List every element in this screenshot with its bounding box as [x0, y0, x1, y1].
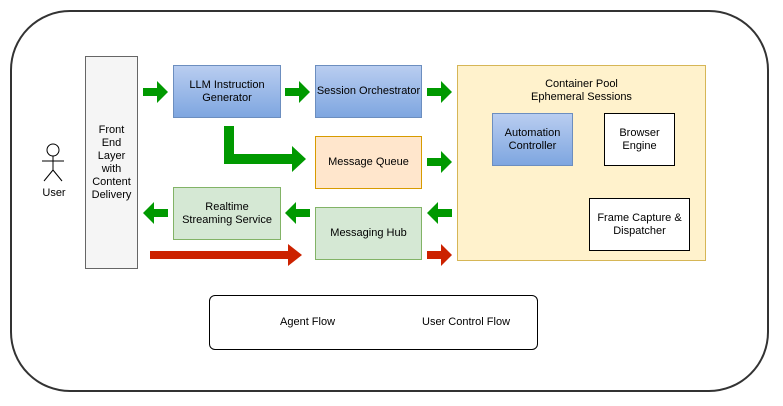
agent-flow-arrow-queue-to-pool: [427, 151, 452, 173]
agent-flow-arrow-llm-to-orchestrator: [285, 81, 310, 103]
session-orchestrator-node: Session Orchestrator: [315, 65, 422, 118]
user-label: User: [42, 187, 66, 199]
diagram-frame: [10, 10, 769, 392]
realtime-streaming-service-node: Realtime Streaming Service: [173, 187, 281, 240]
legend-user-control-flow-label: User Control Flow: [422, 316, 511, 328]
llm-instruction-generator-node: LLM Instruction Generator: [173, 65, 281, 118]
front-end-layer-node: Front End Layer with Content Delivery: [85, 56, 138, 269]
legend-agent-flow-label: Agent Flow: [280, 316, 336, 328]
legend-box: [209, 295, 538, 350]
agent-flow-arrow-frontend-to-llm: [143, 81, 168, 103]
agent-flow-arrow-streaming-to-frontend: [143, 202, 168, 224]
messaging-hub-node: Messaging Hub: [315, 207, 422, 260]
user-control-arrow-frontend-to-hub: [150, 244, 302, 266]
browser-engine-node: Browser Engine: [604, 113, 675, 166]
automation-controller-node: Automation Controller: [492, 113, 573, 166]
agent-flow-arrow-pool-to-hub: [427, 202, 452, 224]
agent-flow-arrow-llm-to-queue: [224, 126, 306, 172]
user-control-arrow-hub-to-pool: [427, 244, 452, 266]
agent-flow-arrow-orchestrator-to-pool: [427, 81, 452, 103]
message-queue-node: Message Queue: [315, 136, 422, 189]
agent-flow-arrow-hub-to-streaming: [285, 202, 310, 224]
frame-capture-dispatcher-node: Frame Capture & Dispatcher: [589, 198, 690, 251]
